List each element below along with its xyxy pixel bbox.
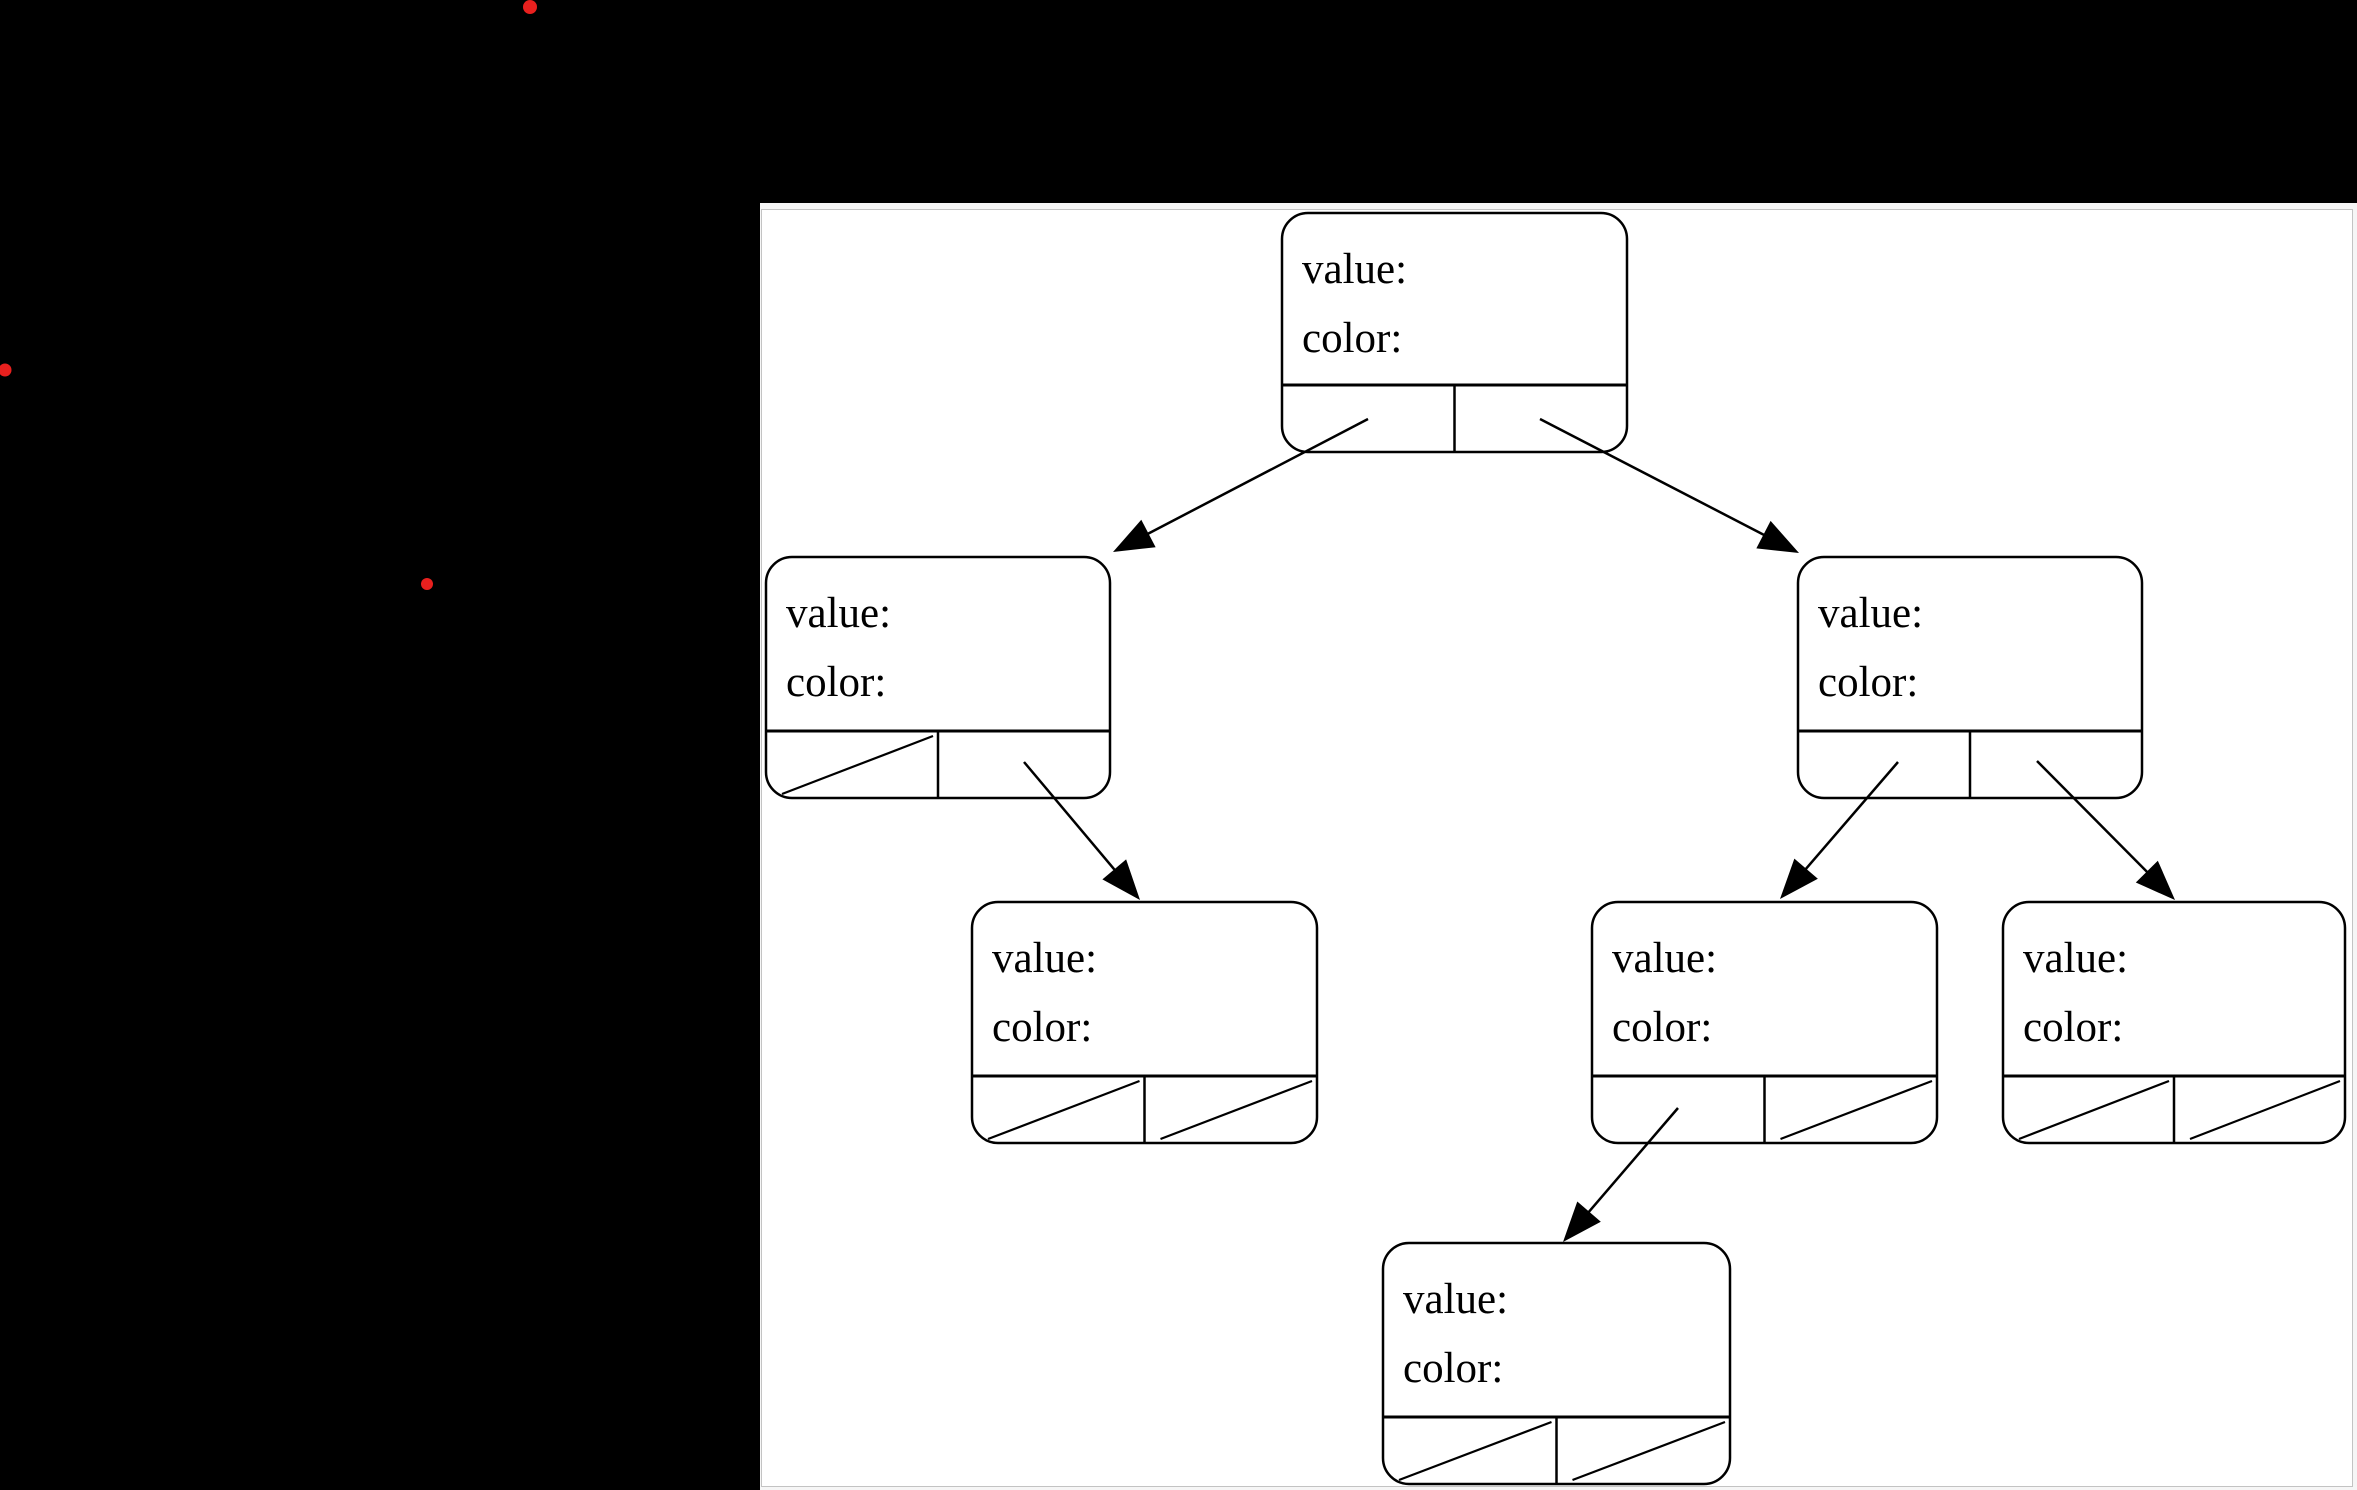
arrowhead-icon [1113, 519, 1156, 552]
node-value-label: value: [786, 590, 891, 637]
node-color-label: color: [1612, 1004, 1712, 1051]
arrowhead-icon [1102, 859, 1140, 900]
node-color-label: color: [1818, 659, 1918, 706]
tree-node-right-left-left: value: color: [1381, 1241, 1732, 1486]
edge-line [1802, 761, 1899, 873]
tree-node-right-left: value: color: [1590, 900, 1939, 1145]
node-color-label: color: [2023, 1004, 2123, 1051]
node-color-label: color: [1403, 1345, 1503, 1392]
node-value-label: value: [1612, 935, 1717, 982]
arrowhead-icon [1780, 858, 1818, 899]
edge-line [1144, 417, 1369, 537]
edge-right-left-left [1563, 1107, 1679, 1242]
node-color-label: color: [786, 659, 886, 706]
node-value-label: value: [1302, 246, 1407, 293]
node-color-label: color: [1302, 315, 1402, 362]
null-pointer-slash [987, 1079, 1140, 1141]
arrowhead-icon [2135, 860, 2175, 900]
null-pointer-slash [1160, 1079, 1313, 1141]
laser-pointer-dot [421, 578, 433, 590]
node-value-label: value: [1403, 1276, 1508, 1323]
null-pointer-slash [2018, 1079, 2170, 1141]
laser-pointer-dot [0, 363, 12, 377]
arrowhead-icon [1756, 520, 1799, 553]
edge-right-right [2036, 760, 2175, 900]
null-pointer-slash [1572, 1420, 1726, 1482]
null-pointer-slash [781, 734, 934, 796]
null-pointer-slash [1780, 1079, 1933, 1141]
edge-line [1585, 1107, 1679, 1216]
node-value-label: value: [1818, 590, 1923, 637]
edge-line [1023, 761, 1118, 874]
edge-line [2036, 760, 2151, 876]
null-pointer-slash [1398, 1420, 1552, 1482]
node-value-label: value: [2023, 935, 2128, 982]
laser-pointer-dot [523, 0, 537, 14]
edge-left-right [1023, 761, 1140, 900]
tree-node-left-right: value: color: [970, 900, 1319, 1145]
edge-right-left [1780, 761, 1899, 899]
tree-node-right: value: color: [1796, 555, 2144, 800]
node-color-label: color: [992, 1004, 1092, 1051]
node-value-label: value: [992, 935, 1097, 982]
edge-line [1539, 417, 1768, 538]
edge-root-right [1539, 417, 1799, 553]
tree-node-left: value: color: [764, 555, 1112, 800]
arrowhead-icon [1563, 1201, 1601, 1242]
edge-root-left [1113, 417, 1369, 552]
tree-node-right-right: value: color: [2001, 900, 2347, 1145]
null-pointer-slash [2189, 1079, 2341, 1141]
tree-node-root: value: color: [1280, 211, 1629, 454]
